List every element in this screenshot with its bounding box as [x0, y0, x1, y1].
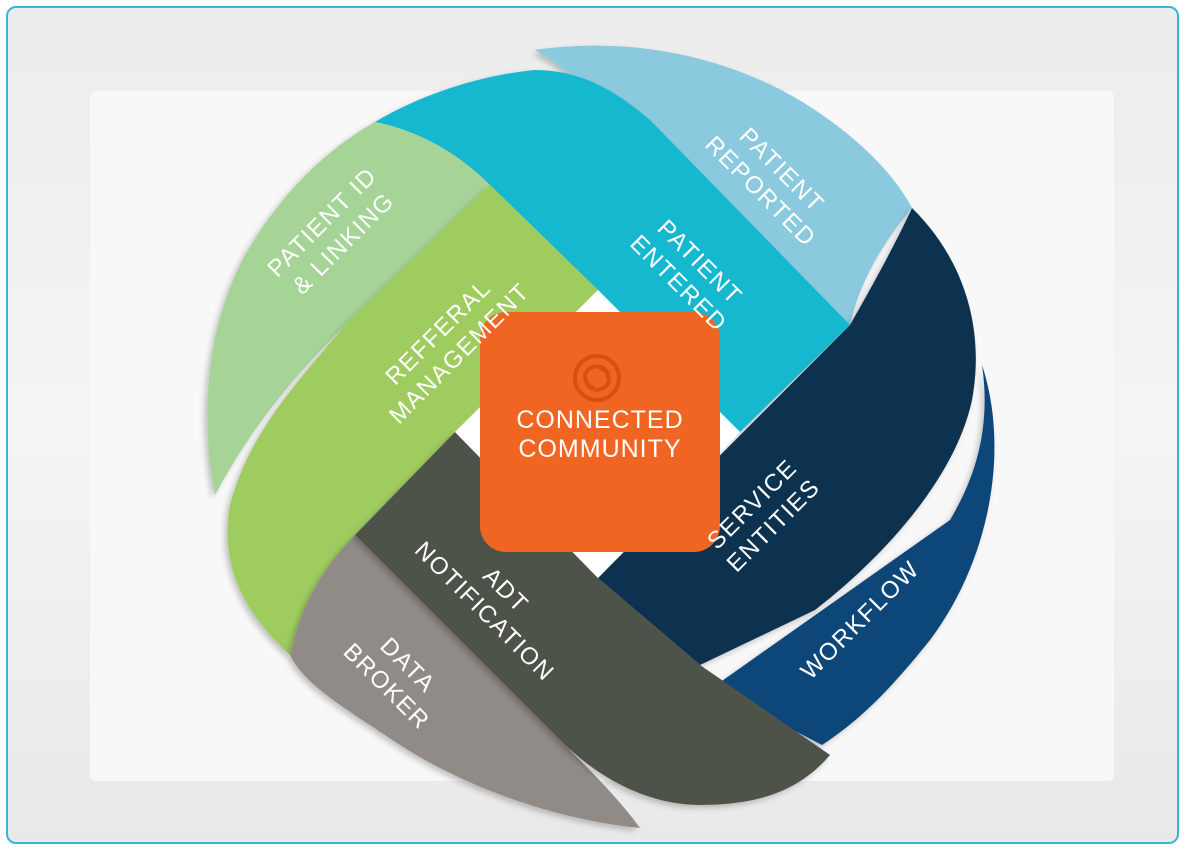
segment-referral-management: [227, 185, 598, 655]
segment-workflow: [712, 365, 995, 745]
center-tile: [480, 312, 720, 552]
segment-patient-entered: [375, 70, 850, 432]
segment-data-broker: [290, 535, 640, 828]
sync-icon: [573, 354, 621, 402]
segment-adt-notification: [355, 432, 830, 805]
center-title-line2: COMMUNITY: [518, 435, 681, 463]
center-title-line1: CONNECTED: [516, 406, 683, 434]
segment-patient-id-linking: [207, 122, 490, 495]
